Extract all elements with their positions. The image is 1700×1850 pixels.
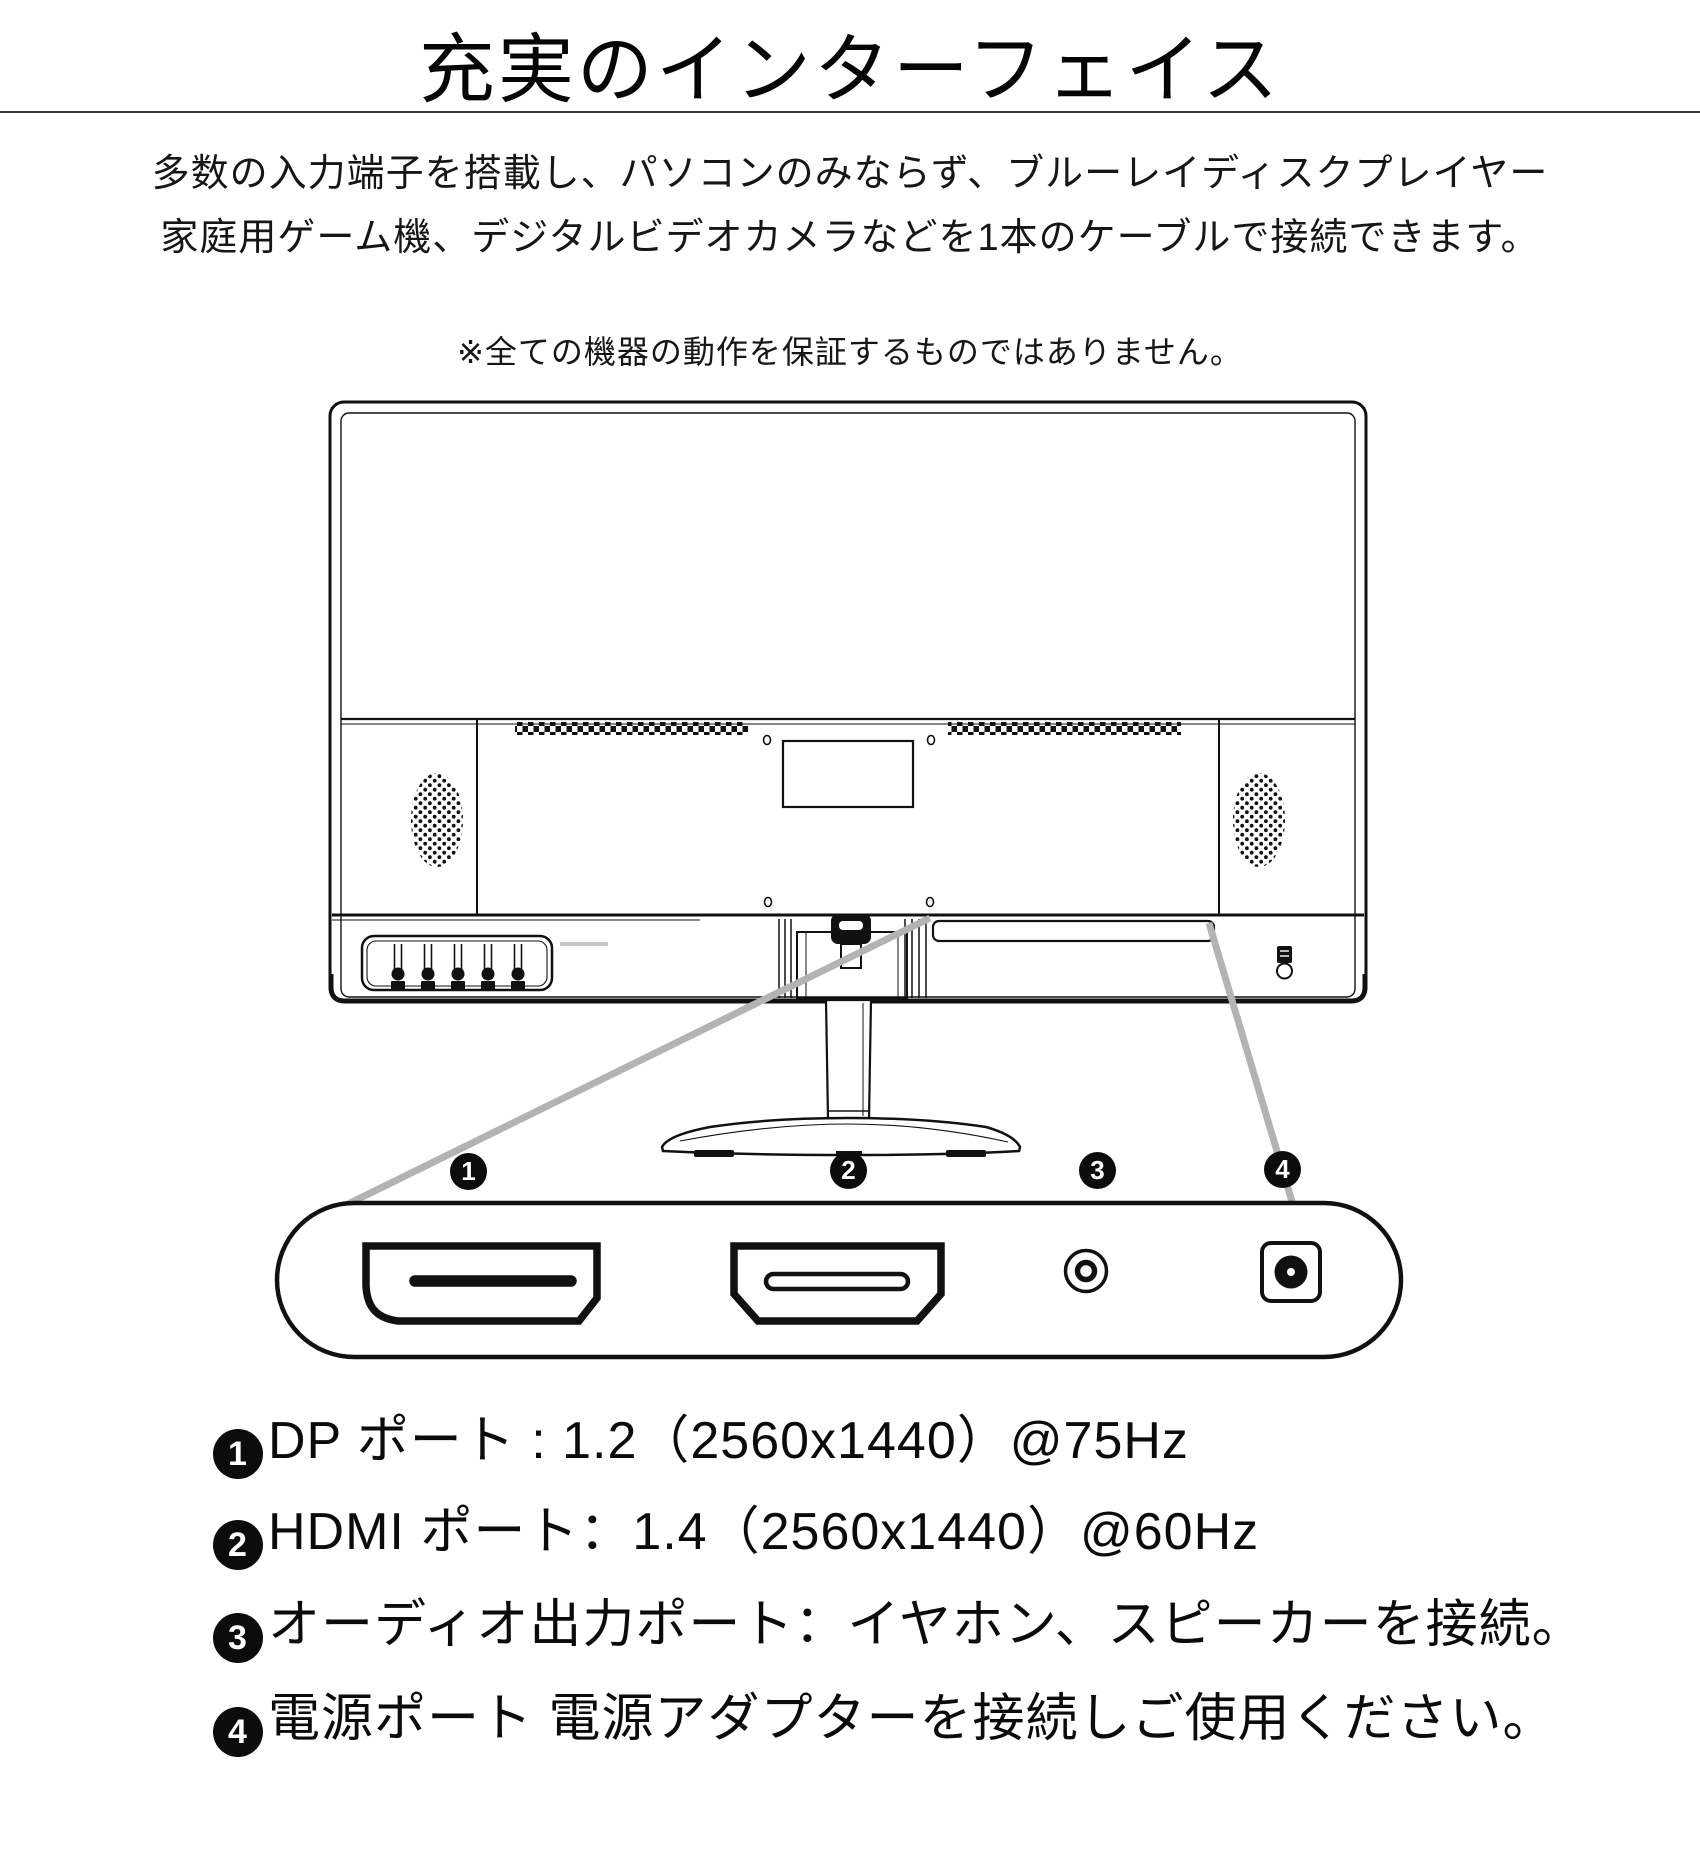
vent-grille-right [948,722,1181,735]
button [421,944,435,990]
page-title: 充実のインターフェイス [418,28,1282,113]
speaker-grille-left [411,773,463,867]
kensington-lock-icon [1276,946,1293,980]
screw-hole [926,734,936,746]
screw-hole [763,896,773,908]
port-number-badge: 2 [213,1520,263,1570]
port-number-badge: 1 [213,1429,263,1479]
port-label: DP ポート : 1.2（2560x1440）@75Hz [268,1412,1189,1470]
button [511,944,525,990]
diagram-callout-badge-2: 2 [830,1152,867,1189]
control-buttons [360,934,554,992]
monitor-stand [660,998,1022,1157]
model-marking [560,942,608,946]
button [481,944,495,990]
stand-foot [946,1150,986,1157]
disclaimer-note: ※全ての機器の動作を保証するものではありません。 [457,334,1243,370]
title-divider [0,111,1700,113]
port-strip [274,1200,1404,1360]
callout-line-left [344,914,932,1209]
dc-power-icon [1260,1241,1322,1303]
diagram-callout-badge-3: 3 [1079,1152,1116,1189]
diagram-callout-badge-4: 4 [1264,1151,1301,1188]
displayport-icon [362,1242,601,1325]
button [391,944,405,990]
vent-grille-left [515,722,748,735]
button [451,944,465,990]
vesa-mount [762,734,936,908]
stand-base [660,1116,1022,1157]
intro-line-2: 家庭用ゲーム機、デジタルビデオカメラなどを1本のケーブルで接続できます。 [160,217,1540,259]
audio-jack-icon [1063,1248,1109,1294]
rating-label [931,919,1216,943]
intro-text: 多数の入力端子を搭載し、パソコンのみならず、ブルーレイディスクプレイヤー 家庭用… [0,142,1700,270]
stand-foot [694,1150,734,1157]
speaker-grille-right [1233,773,1285,867]
port-label: HDMI ポート：1.4（2560x1440）@60Hz [268,1503,1260,1561]
stand-neck [824,998,873,1121]
port-number-badge: 3 [213,1613,263,1663]
port-number-badge: 4 [213,1707,263,1757]
screw-hole [762,734,772,746]
screw-hole [925,896,935,908]
intro-line-1: 多数の入力端子を搭載し、パソコンのみならず、ブルーレイディスクプレイヤー [151,153,1549,195]
hdmi-icon [730,1242,945,1325]
port-label: 電源ポート 電源アダプターを接続しご使用ください。 [268,1690,1556,1748]
monitor-back [328,400,1368,1004]
port-label: オーディオ出力ポート：イヤホン、スピーカーを接続。 [268,1596,1585,1654]
diagram-callout-badge-1: 1 [450,1153,487,1190]
